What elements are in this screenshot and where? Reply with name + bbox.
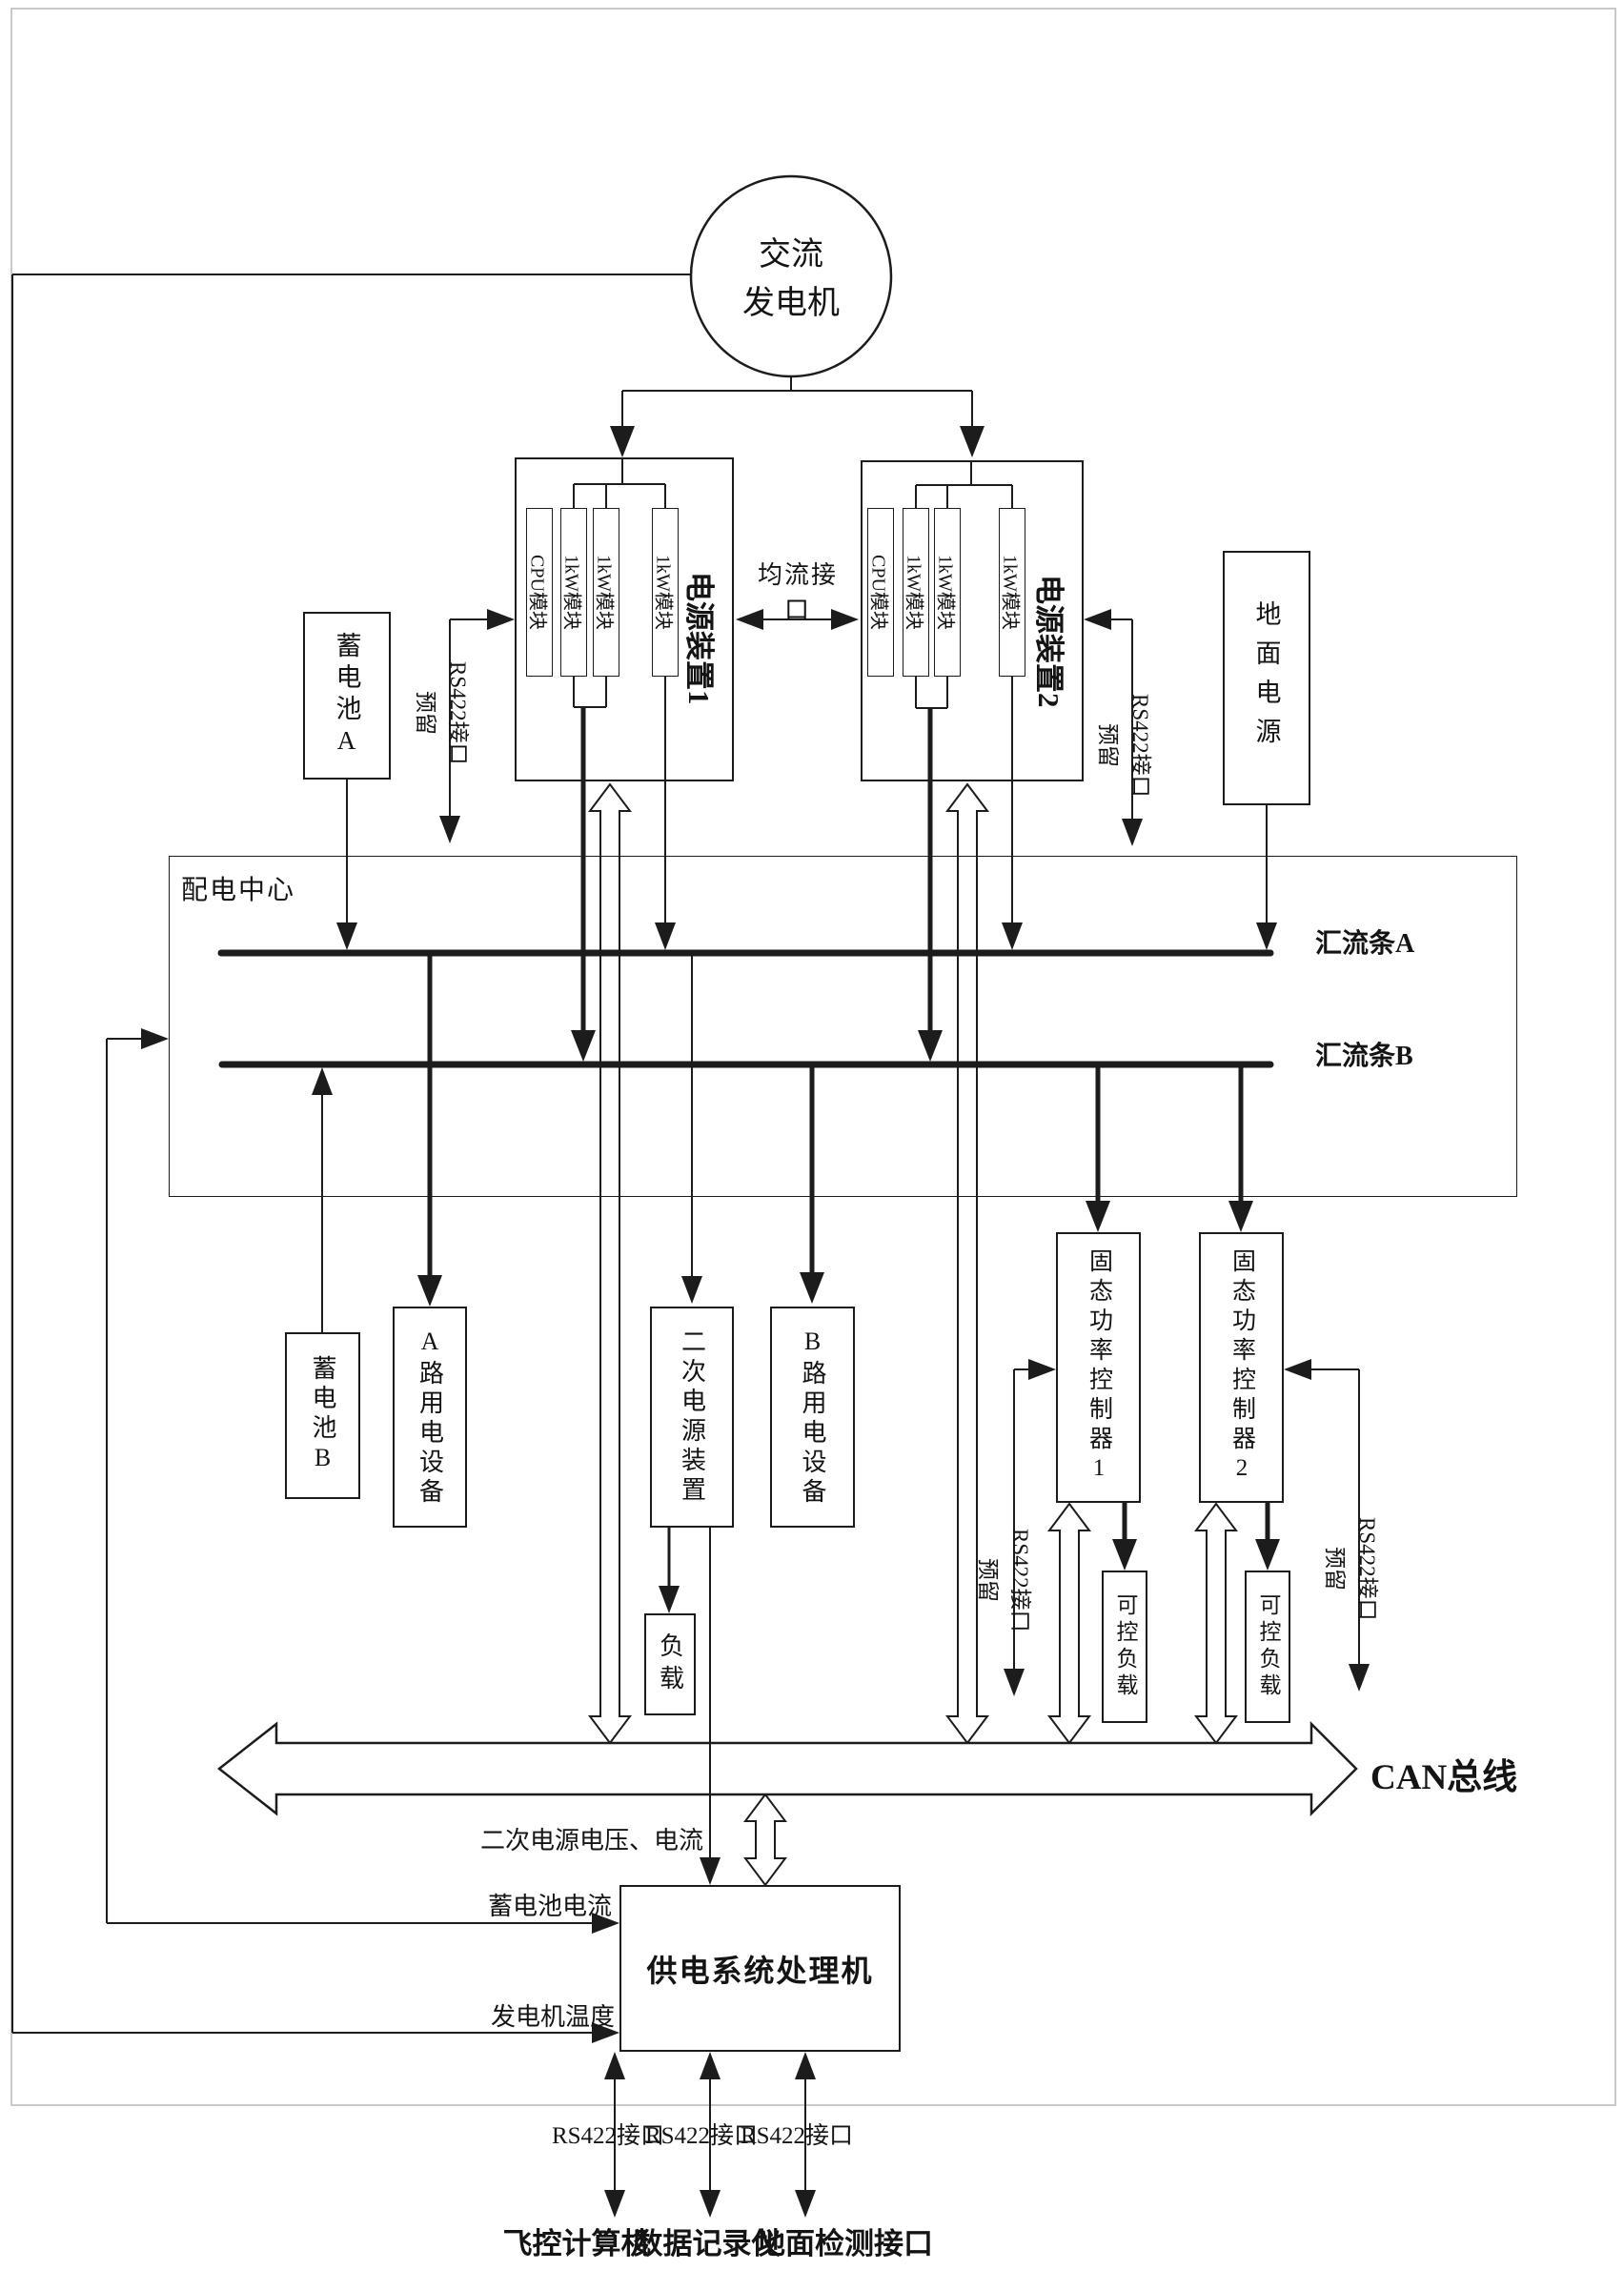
- module-label: 1kW模块: [593, 555, 620, 630]
- bus-b-label: 汇流条B: [1315, 1035, 1413, 1073]
- load-branch-a-box: A路用电设备: [393, 1307, 467, 1528]
- reserved-rs422-label: 预留 RS422接口: [974, 1513, 1043, 1647]
- module-label: 1kW模块: [999, 555, 1026, 630]
- reserved-rs422-label: 预留 RS422接口: [412, 646, 480, 780]
- ground-check-interface-label: 地面检测接口: [740, 2220, 949, 2260]
- distribution-center-box: [169, 856, 1517, 1197]
- power-unit-2-module-1kw-a: 1kW模块: [903, 508, 929, 677]
- reserved-rs422-label: 预留 RS422接口: [1094, 679, 1163, 812]
- module-label: CPU模块: [867, 555, 895, 630]
- module-label: 1kW模块: [560, 555, 588, 630]
- processor-box: 供电系统处理机: [619, 1885, 901, 2052]
- battery-a-box: 蓄电池A: [303, 612, 391, 780]
- battery-current-label: 蓄电池电流: [488, 1887, 612, 1922]
- distribution-center-title: 配电中心: [181, 869, 295, 907]
- power-unit-2-module-1kw-c: 1kW模块: [999, 508, 1025, 677]
- power-unit-1-module-1kw-b: 1kW模块: [593, 508, 619, 677]
- power-unit-2-module-1kw-b: 1kW模块: [934, 508, 961, 677]
- secondary-power-unit-box: 二次电源装置: [650, 1307, 734, 1528]
- module-label: 1kW模块: [652, 555, 680, 630]
- can-link-sspc-1: [1049, 1504, 1089, 1743]
- module-label: CPU模块: [526, 555, 554, 630]
- power-unit-2-title: 电源装置2: [1030, 513, 1078, 770]
- can-link-sspc-2: [1196, 1504, 1236, 1743]
- controllable-load-2-box: 可控负载: [1245, 1571, 1290, 1723]
- ground-power-box: 地面电源: [1223, 551, 1310, 805]
- power-unit-1-module-1kw-a: 1kW模块: [560, 508, 587, 677]
- sspc-2-box: 固态功率控制器2: [1199, 1232, 1284, 1503]
- power-unit-1-module-cpu: CPU模块: [526, 508, 553, 677]
- controllable-load-1-box: 可控负载: [1102, 1571, 1147, 1723]
- battery-b-box: 蓄电池B: [285, 1332, 360, 1499]
- can-bus-label: CAN总线: [1370, 1748, 1517, 1799]
- power-unit-2-module-cpu: CPU模块: [867, 508, 894, 677]
- load-box: 负载: [644, 1613, 696, 1715]
- power-unit-1-module-1kw-c: 1kW模块: [652, 508, 679, 677]
- bus-a-label: 汇流条A: [1315, 922, 1414, 961]
- generator-label: 交流 发电机: [724, 229, 858, 329]
- module-label: 1kW模块: [903, 555, 930, 630]
- module-label: 1kW模块: [934, 555, 962, 630]
- can-bus-band: [219, 1724, 1356, 1814]
- reserved-rs422-label: 预留 RS422接口: [1321, 1502, 1390, 1635]
- can-link-processor: [745, 1794, 785, 1885]
- sspc-1-box: 固态功率控制器1: [1056, 1232, 1141, 1503]
- load-branch-b-box: B路用电设备: [770, 1307, 855, 1528]
- secondary-vi-label: 二次电源电压、电流: [467, 1821, 703, 1856]
- current-share-label: 均流接口: [745, 575, 850, 607]
- generator-temp-label: 发电机温度: [491, 1997, 615, 2033]
- rs422-port-label: RS422接口: [740, 2118, 854, 2150]
- power-unit-1-title: 电源装置1: [680, 510, 728, 767]
